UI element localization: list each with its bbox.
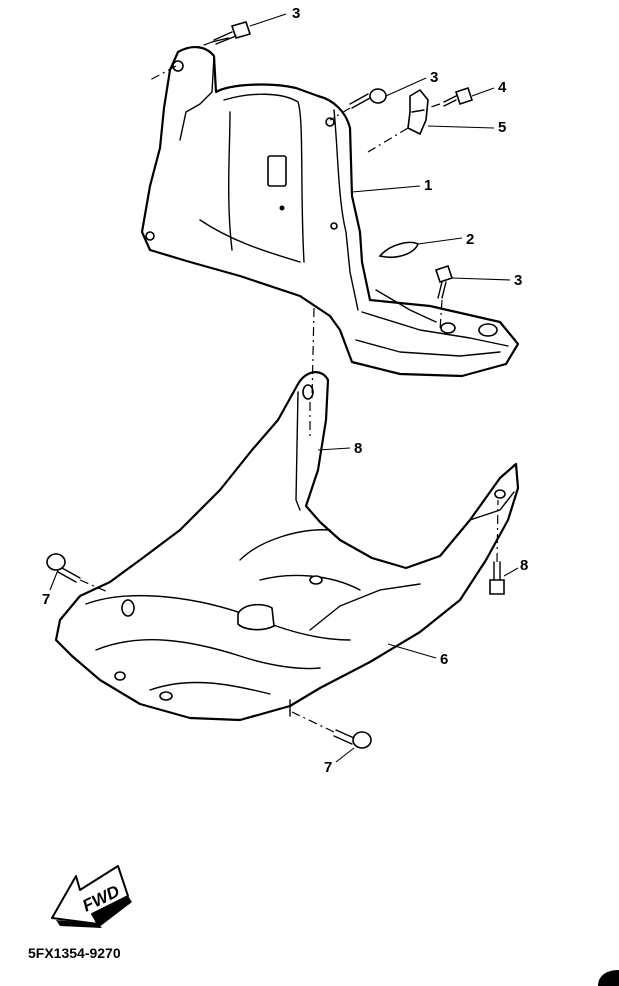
callout-5: 5 xyxy=(498,119,506,136)
screw-3-upper-right xyxy=(349,88,387,109)
under-cover-part-6 xyxy=(54,371,520,722)
mounting-hole xyxy=(172,60,184,72)
screw-3-right xyxy=(434,264,454,299)
fwd-arrow-icon: FWD xyxy=(51,865,132,928)
callout-8-right: 8 xyxy=(520,557,528,574)
leader-lines xyxy=(49,13,519,763)
mounting-hole xyxy=(440,322,456,334)
callout-8-center: 8 xyxy=(354,440,362,457)
mounting-hole xyxy=(159,691,173,701)
mounting-hole xyxy=(494,489,506,499)
callout-1: 1 xyxy=(424,177,432,194)
callout-7-left: 7 xyxy=(42,591,50,608)
callout-3-top: 3 xyxy=(292,5,300,22)
callout-labels: 3 3 4 5 1 2 3 8 8 7 6 7 xyxy=(42,5,528,776)
callout-2: 2 xyxy=(466,231,474,248)
callout-6: 6 xyxy=(440,651,448,668)
bolt-4 xyxy=(443,86,474,107)
access-opening xyxy=(237,603,275,631)
callout-3-upper: 3 xyxy=(430,69,438,86)
mounting-hole xyxy=(330,222,338,230)
diagram-part-code: 5FX1354-9270 xyxy=(28,945,121,961)
mounting-hole xyxy=(325,117,335,127)
screw-3-top xyxy=(211,21,252,45)
callout-7-bottom: 7 xyxy=(324,759,332,776)
mounting-hole xyxy=(302,384,314,400)
inner-panel-part-1 xyxy=(140,46,520,378)
alignment-lines xyxy=(79,41,499,733)
corner-mark xyxy=(598,970,619,986)
screw-7-left xyxy=(46,553,81,583)
callout-3-right: 3 xyxy=(514,272,522,289)
pad-part-2 xyxy=(378,241,420,259)
mounting-hole xyxy=(478,323,498,337)
locator-dot xyxy=(279,205,285,211)
mounting-hole xyxy=(121,599,135,617)
callout-4: 4 xyxy=(498,79,507,96)
bolt-8-right xyxy=(489,561,505,595)
screw-7-bottom xyxy=(333,729,372,749)
panel-clip-slot xyxy=(267,155,287,187)
clip-part-5 xyxy=(407,88,429,136)
mounting-hole xyxy=(114,671,126,681)
mounting-hole xyxy=(309,575,323,585)
mounting-hole xyxy=(145,231,155,241)
